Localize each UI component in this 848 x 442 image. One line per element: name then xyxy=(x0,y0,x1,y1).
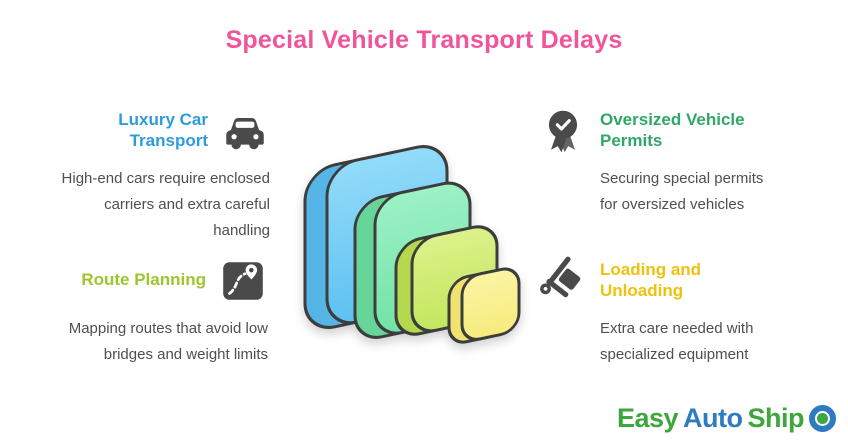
map-route-icon xyxy=(218,254,268,306)
logo-word-easy: Easy xyxy=(616,403,679,433)
section-body: Mapping routes that avoid low bridges an… xyxy=(68,320,268,363)
section-heading: Route Planning xyxy=(81,270,206,290)
section-body: Securing special permits for oversized v… xyxy=(600,170,764,213)
hand-truck-icon xyxy=(538,254,588,306)
section-body: Extra care needed with specialized equip… xyxy=(600,320,754,363)
section-heading: Loading and Unloading xyxy=(600,259,702,300)
section-body: High-end cars require enclosed carriers … xyxy=(61,170,270,239)
section-heading: Oversized Vehicle Permits xyxy=(600,109,745,150)
section-route-planning: Route Planning Mapping routes that avoid… xyxy=(40,254,268,368)
section-loading-and-unloading: Loading and Unloading Extra care needed … xyxy=(538,254,788,368)
page-title: Special Vehicle Transport Delays xyxy=(225,26,623,54)
logo-word-ship: Ship xyxy=(747,403,805,433)
section-luxury-car-transport: Luxury Car Transport High-end cars requi… xyxy=(55,104,270,244)
section-oversized-vehicle-permits: Oversized Vehicle Permits Securing speci… xyxy=(538,104,788,218)
certificate-icon xyxy=(538,104,588,156)
section-heading: Luxury Car Transport xyxy=(118,109,208,150)
logo-globe-icon xyxy=(809,405,836,432)
logo-word-auto: Auto xyxy=(683,403,743,433)
layered-squares-graphic xyxy=(303,145,521,344)
layer-yellow xyxy=(447,267,521,344)
car-icon xyxy=(220,104,270,156)
